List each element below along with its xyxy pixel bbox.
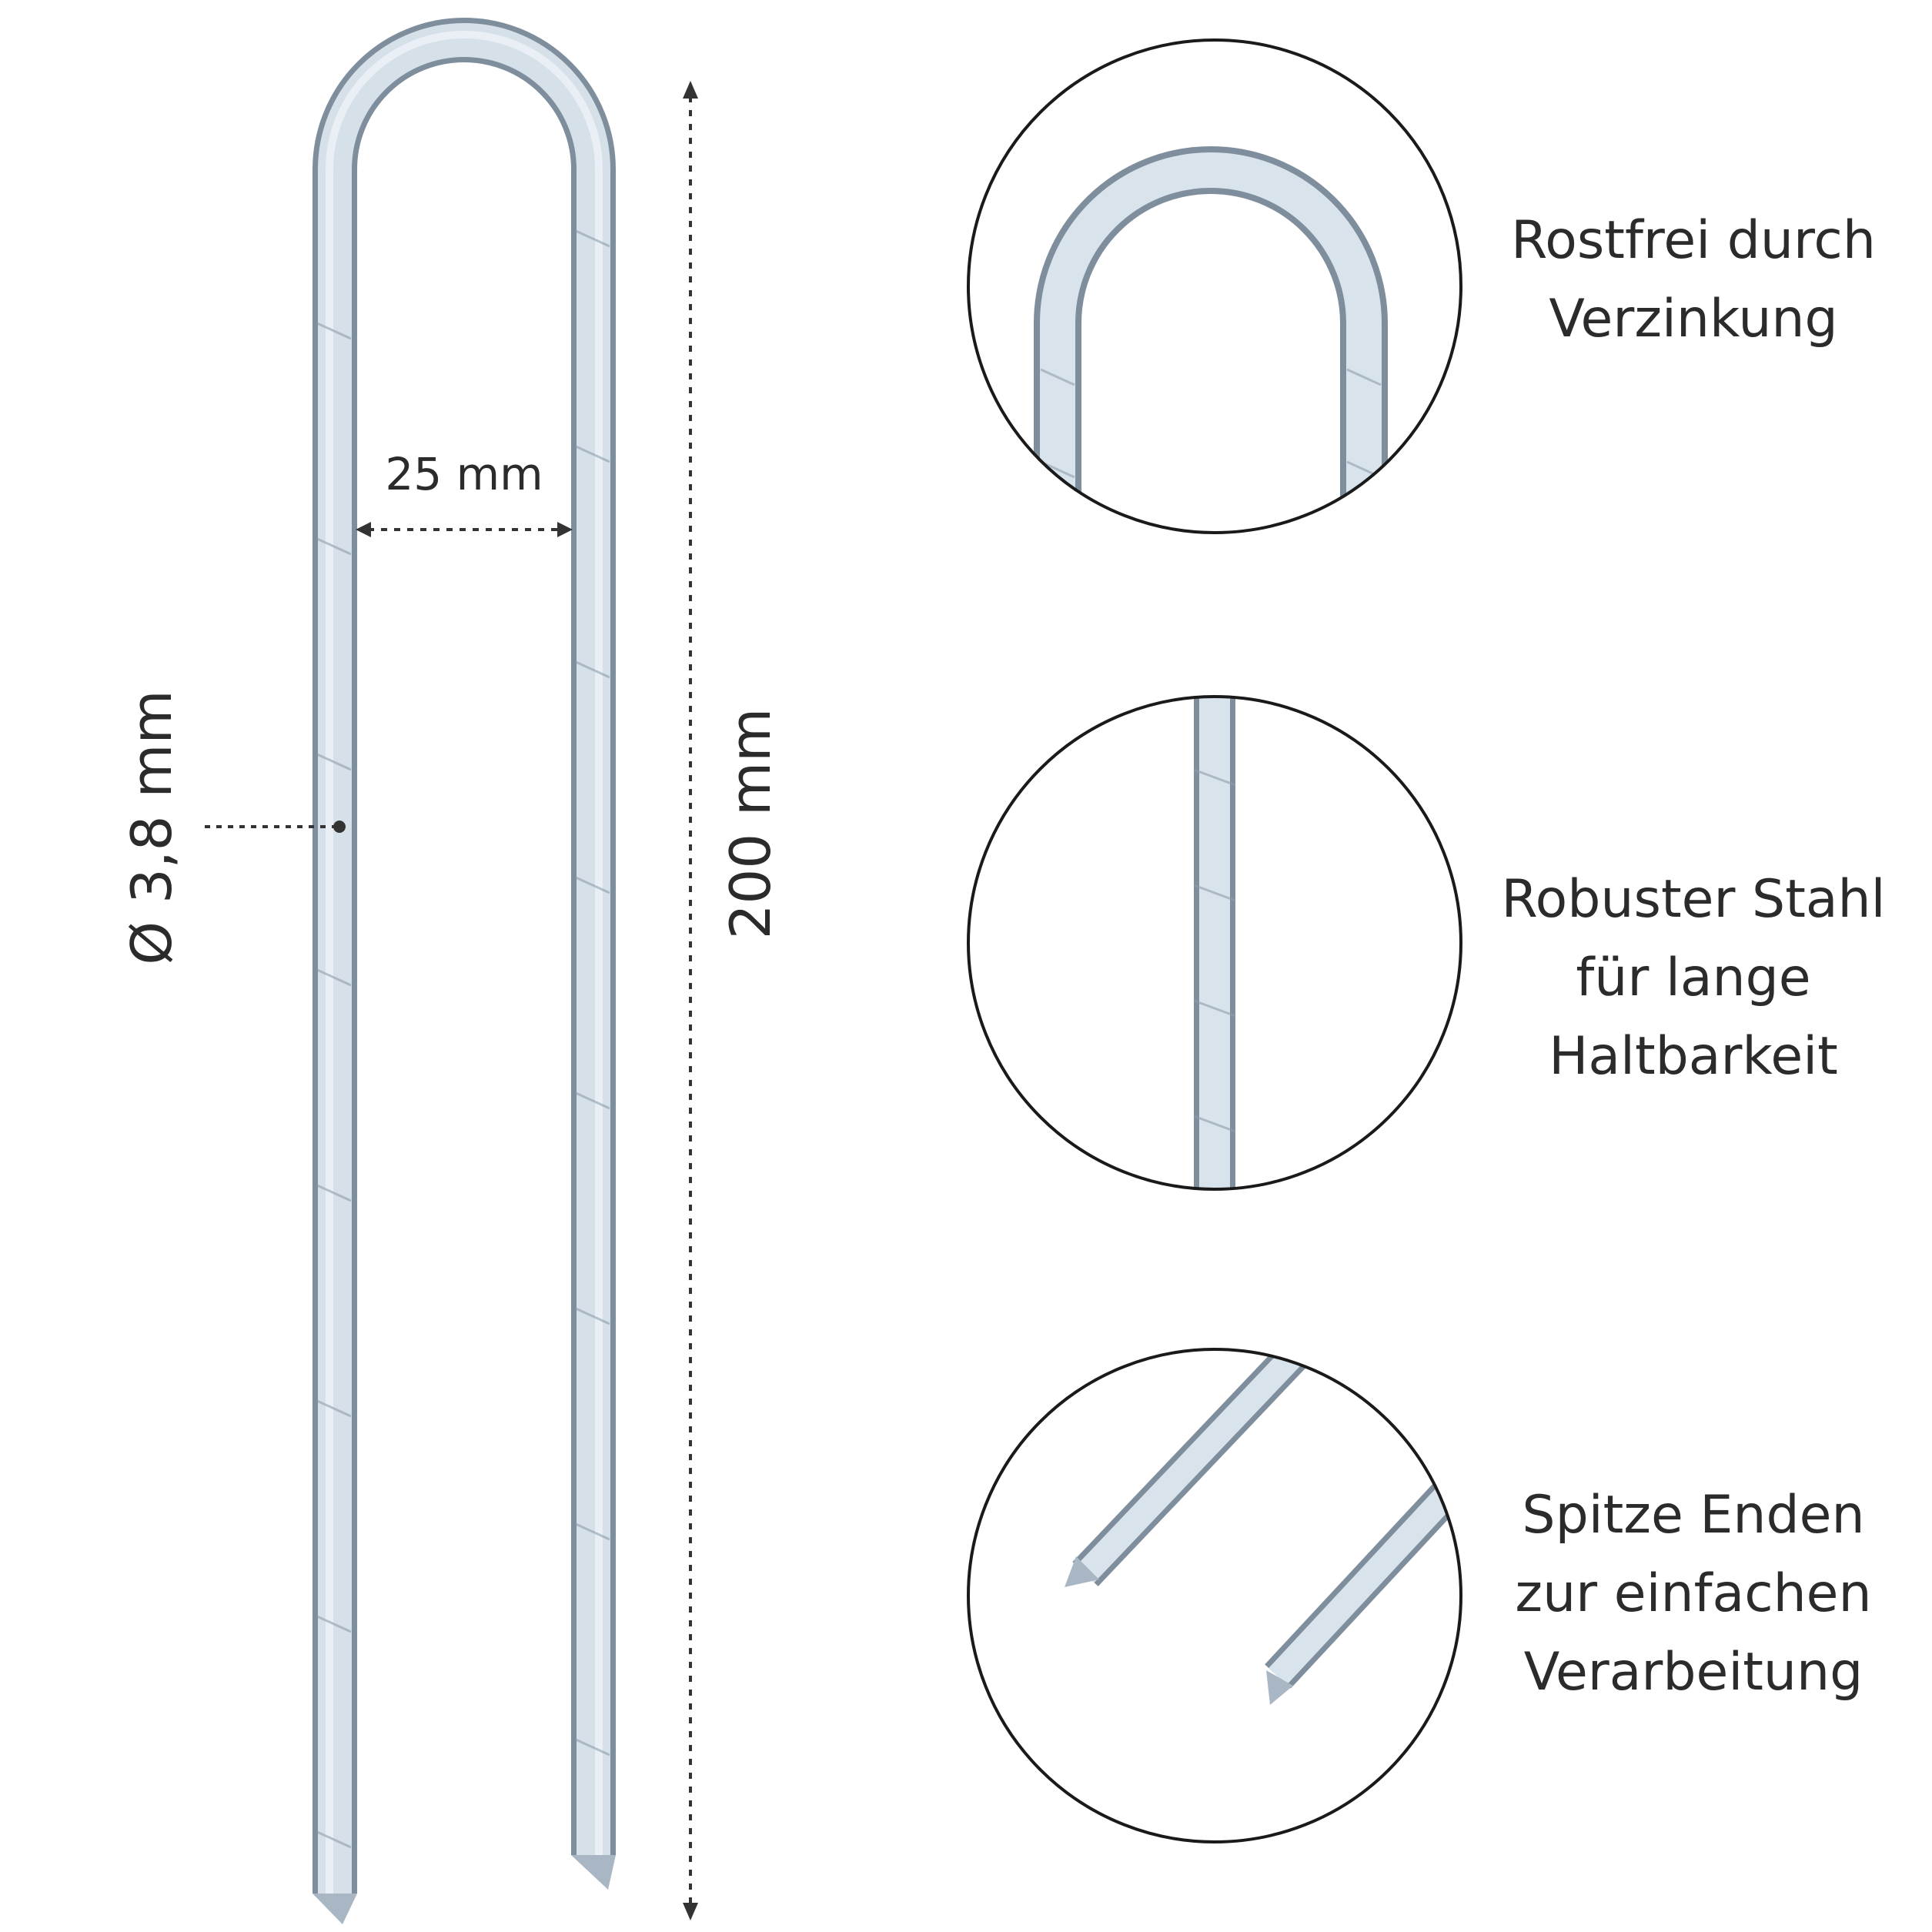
feature-line: Verarbeitung <box>1523 1642 1863 1703</box>
feature-line: zur einfachen <box>1515 1563 1872 1624</box>
staple-image <box>313 18 616 1924</box>
detail-circle-top <box>967 38 1462 534</box>
feature-pointed-ends: Spitze Enden zur einfachen Verarbeitung <box>1462 1476 1924 1712</box>
feature-rust-free: Rostfrei durch Verzinkung <box>1462 202 1924 359</box>
width-label: 25 mm <box>385 448 543 500</box>
feature-line: Rostfrei durch <box>1511 210 1876 271</box>
feature-line: Haltbarkeit <box>1549 1026 1838 1087</box>
length-dimension: 200 mm <box>683 81 783 1920</box>
detail-circle-tips <box>967 1348 1462 1843</box>
feature-line: Verzinkung <box>1549 289 1838 349</box>
feature-line: Spitze Enden <box>1522 1485 1865 1546</box>
feature-line: Robuster Stahl <box>1501 869 1886 930</box>
diameter-label: Ø 3,8 mm <box>119 690 184 964</box>
feature-line: für lange <box>1576 948 1811 1008</box>
diameter-dimension: Ø 3,8 mm <box>119 690 346 965</box>
detail-circle-wire <box>967 695 1462 1191</box>
feature-robust-steel: Robuster Stahl für lange Haltbarkeit <box>1462 861 1924 1096</box>
width-dimension: 25 mm <box>356 448 573 537</box>
length-label: 200 mm <box>718 708 783 940</box>
